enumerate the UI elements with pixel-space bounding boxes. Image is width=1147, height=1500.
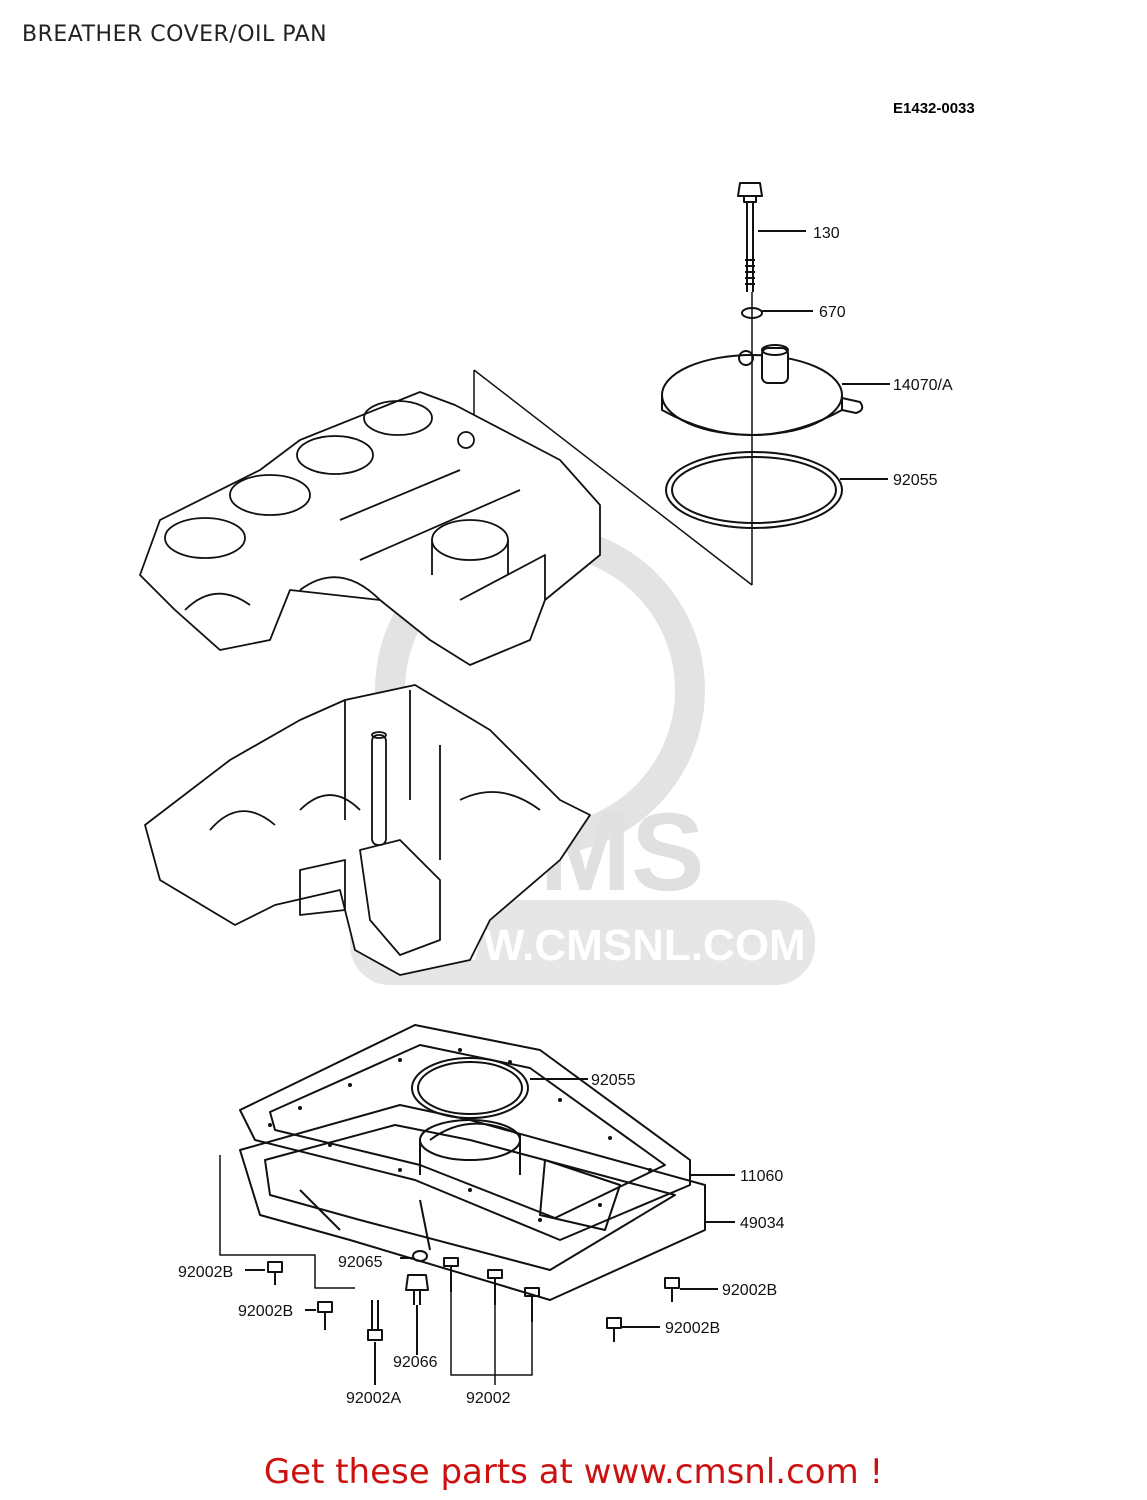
- bolt-130: [737, 182, 763, 292]
- bolt-92002a: [367, 1300, 383, 1341]
- footer-cta-link[interactable]: Get these parts at www.cmsnl.com !: [263, 1452, 884, 1492]
- bolt-92002b-2: [317, 1301, 333, 1330]
- bolt-92002b-3: [664, 1277, 680, 1302]
- label-14070: 14070/A: [893, 377, 953, 394]
- bolt-92002-c: [524, 1287, 540, 1322]
- oring-92065: [412, 1250, 428, 1262]
- label-670: 670: [819, 304, 846, 321]
- label-92002b-2: 92002B: [238, 1303, 293, 1320]
- callout-labels: 130 670 14070/A 92055 92055 11060 49034 …: [178, 225, 953, 1407]
- bolt-92002b-4: [606, 1317, 622, 1342]
- upper-crankcase: [139, 391, 601, 666]
- bolt-92002-a: [443, 1257, 459, 1292]
- oring-bottom: [411, 1057, 529, 1119]
- label-92065: 92065: [338, 1254, 383, 1271]
- label-130: 130: [813, 225, 840, 242]
- label-92055-top: 92055: [893, 472, 938, 489]
- label-92002: 92002: [466, 1390, 511, 1407]
- label-92002b-1: 92002B: [178, 1264, 233, 1281]
- oil-pan-49034: [239, 1104, 706, 1301]
- label-11060: 11060: [740, 1168, 783, 1185]
- label-92066: 92066: [393, 1354, 438, 1371]
- diagram-code: E1432-0033: [893, 100, 975, 117]
- label-92002a: 92002A: [346, 1390, 401, 1407]
- oring-top: [665, 451, 843, 529]
- label-49034: 49034: [740, 1215, 785, 1232]
- label-92002b-3: 92002B: [722, 1282, 777, 1299]
- bolt-92002-b: [487, 1269, 503, 1305]
- breather-cover: [661, 344, 864, 436]
- bolt-92002b-1: [267, 1261, 283, 1285]
- lower-crankcase: [144, 684, 591, 976]
- page-title: BREATHER COVER/OIL PAN: [22, 22, 328, 47]
- label-92055-bottom: 92055: [591, 1072, 636, 1089]
- drain-plug-92066: [405, 1274, 429, 1305]
- label-92002b-4: 92002B: [665, 1320, 720, 1337]
